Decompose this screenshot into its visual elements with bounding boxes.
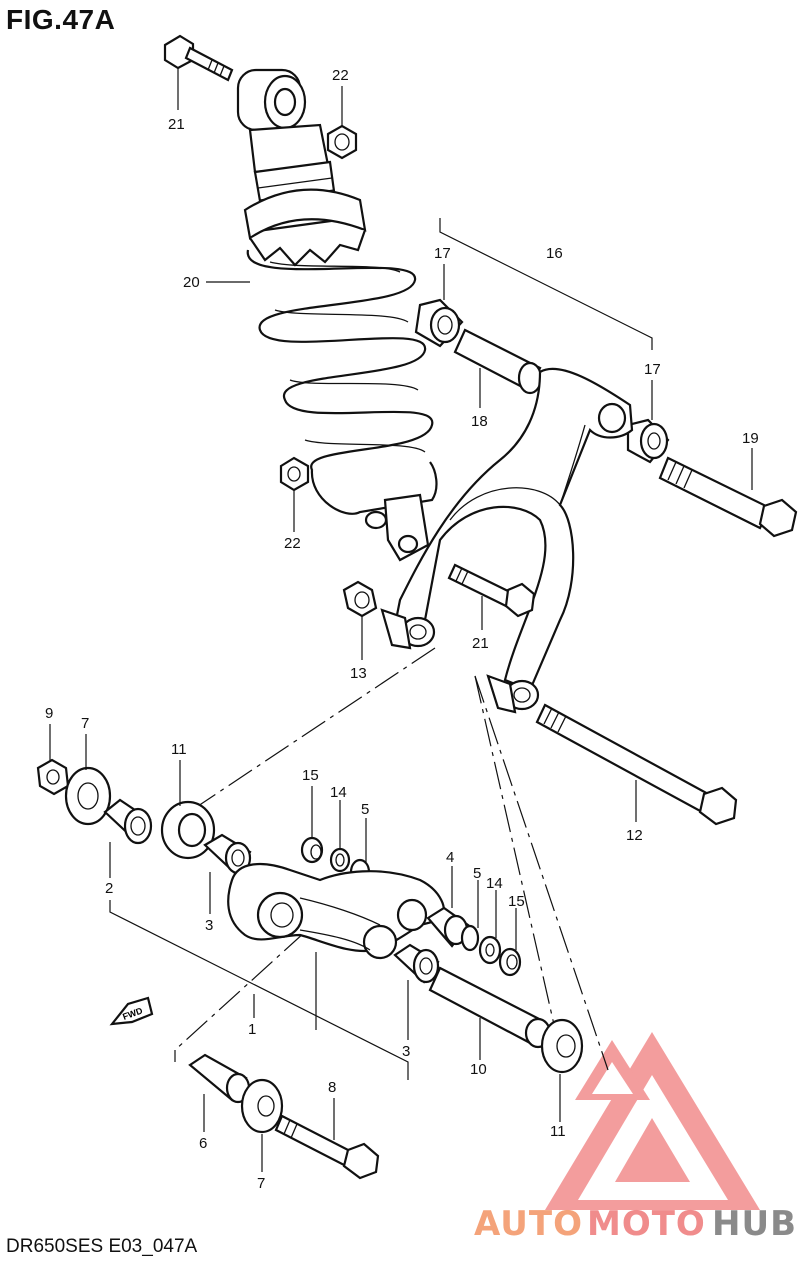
callout-2: 2: [105, 880, 113, 897]
callout-12: 12: [626, 827, 643, 844]
watermark-text-auto: AUTO: [474, 1204, 583, 1244]
callout-6: 6: [199, 1135, 207, 1152]
bushing-2[interactable]: [103, 798, 153, 845]
oil-seal-11-top[interactable]: [160, 800, 216, 860]
bearing-3-right[interactable]: [393, 943, 440, 984]
spacer-15-right[interactable]: [498, 947, 522, 977]
figure-title: FIG.47A: [6, 4, 116, 35]
bolt-12[interactable]: [535, 703, 738, 826]
callout-5-top: 5: [361, 801, 369, 818]
callout-14-right: 14: [486, 875, 503, 892]
spacer-15-top[interactable]: [300, 836, 324, 864]
callout-21-middle: 21: [472, 635, 489, 652]
sleeve-18[interactable]: [453, 328, 543, 395]
oil-seal-5-right[interactable]: [460, 924, 480, 952]
callout-14-top: 14: [330, 784, 347, 801]
watermark-text-moto: MOTO: [587, 1204, 706, 1244]
nut-13[interactable]: [342, 580, 378, 618]
cushion-lever-1[interactable]: [227, 863, 446, 960]
sleeve-6[interactable]: [188, 1053, 251, 1104]
diagram-code: DR650SES E03_047A: [6, 1236, 198, 1257]
callout-15-top: 15: [302, 767, 319, 784]
callout-1: 1: [248, 1021, 256, 1038]
callout-22-top: 22: [332, 67, 349, 84]
alignment-lines: [174, 647, 609, 1071]
nut-22-middle[interactable]: [279, 456, 310, 492]
watermark-text-hub: HUB: [712, 1204, 797, 1244]
washer-7-top[interactable]: [64, 766, 112, 826]
callout-8: 8: [328, 1079, 336, 1096]
washer-14-top[interactable]: [329, 847, 351, 873]
callout-22-middle: 22: [284, 535, 301, 552]
callout-7-top: 7: [81, 715, 89, 732]
callout-leaders: [49, 68, 753, 1172]
bolt-8[interactable]: [274, 1114, 380, 1180]
washer-7-bottom[interactable]: [240, 1078, 284, 1134]
callout-15-right: 15: [508, 893, 525, 910]
callout-9: 9: [45, 705, 53, 722]
bolt-21-middle[interactable]: [447, 563, 536, 618]
callout-16: 16: [546, 245, 563, 262]
bushing-17-left[interactable]: [414, 298, 464, 348]
callout-labels: 21 22 17 16 20 17 18 19 22 21 13 9 7 11 …: [45, 67, 759, 1192]
bolt-19[interactable]: [658, 456, 798, 538]
callout-7-bottom: 7: [257, 1175, 265, 1192]
callout-4: 4: [446, 849, 454, 866]
forward-direction-arrow-icon: FWD: [109, 996, 154, 1026]
callout-10: 10: [470, 1061, 487, 1078]
bushing-17-right[interactable]: [626, 418, 670, 464]
assembly-bracket-16: [439, 218, 653, 350]
callout-13: 13: [350, 665, 367, 682]
bearing-3-left[interactable]: [203, 833, 252, 876]
oil-seal-11-bottom[interactable]: [540, 1018, 584, 1074]
callout-17-left: 17: [434, 245, 451, 262]
washer-14-right[interactable]: [478, 935, 502, 965]
cushion-rod-16[interactable]: [380, 367, 634, 714]
nut-22-top[interactable]: [326, 124, 358, 160]
callout-17-right: 17: [644, 361, 661, 378]
callout-5-right: 5: [473, 865, 481, 882]
watermark-logo-icon: [545, 1032, 760, 1210]
nut-9[interactable]: [36, 758, 70, 796]
assembly-bracket-1: [109, 900, 409, 1080]
callout-3-right: 3: [402, 1043, 410, 1060]
callout-11-bottom: 11: [550, 1123, 566, 1140]
callout-11-top: 11: [171, 741, 187, 758]
callout-19: 19: [742, 430, 759, 447]
callout-18: 18: [471, 413, 488, 430]
callout-20: 20: [183, 274, 200, 291]
bolt-21-top[interactable]: [163, 34, 234, 82]
callout-3-left: 3: [205, 917, 213, 934]
sleeve-10[interactable]: [428, 966, 552, 1049]
rear-shock-absorber[interactable]: [236, 68, 438, 562]
callout-21-top: 21: [168, 116, 185, 133]
